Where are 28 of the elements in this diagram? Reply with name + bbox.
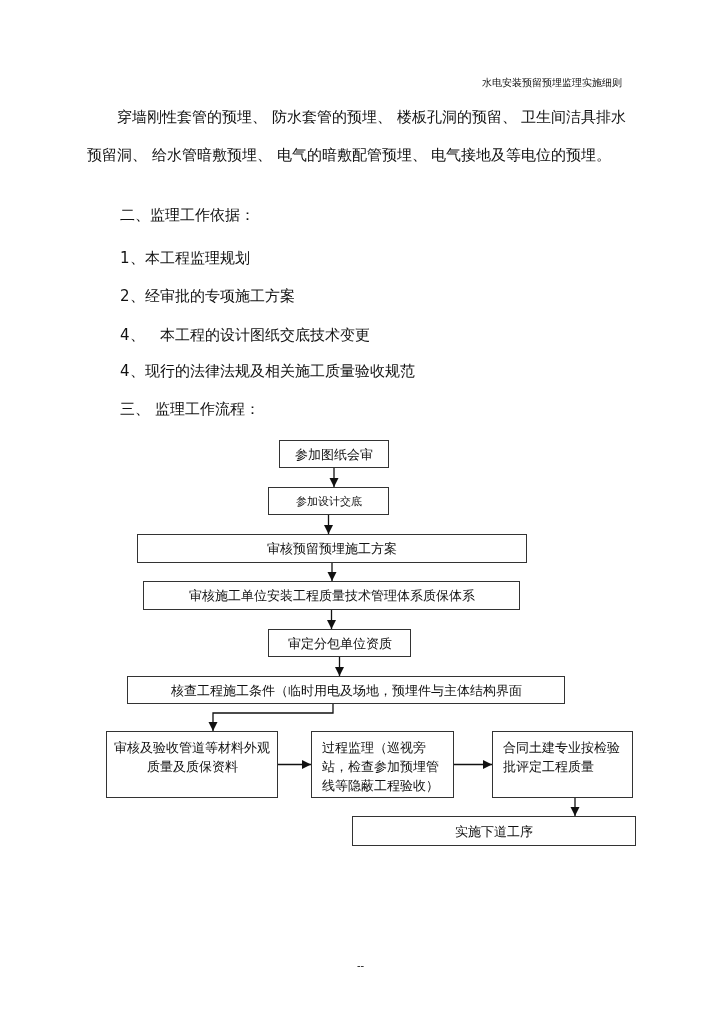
list-item: 2、经审批的专项施工方案: [120, 287, 295, 306]
arrow: [323, 514, 334, 535]
process-box: 审核及验收管道等材料外观质量及质保资料: [106, 731, 278, 798]
section-heading: 三、 监理工作流程：: [120, 400, 260, 419]
page-header: 水电安装预留预埋监理实施细则: [482, 76, 622, 90]
arrow: [570, 797, 580, 817]
list-item: 4、现行的法律法规及相关施工质量验收规范: [120, 362, 415, 381]
arrow: [326, 609, 337, 630]
section-heading: 二、监理工作依据：: [120, 206, 255, 225]
list-item: 4、 本工程的设计图纸交底技术变更: [120, 326, 370, 345]
page-footer: --: [357, 960, 365, 971]
arrow: [327, 562, 337, 582]
arrow: [334, 656, 345, 677]
process-box: 实施下道工序: [352, 816, 636, 846]
arrow: [208, 703, 334, 732]
arrow: [277, 759, 312, 770]
process-box: 参加图纸会审: [279, 440, 389, 468]
process-box: 审定分包单位资质: [268, 629, 411, 657]
process-box: 核查工程施工条件（临时用电及场地，预埋件与主体结构界面: [127, 676, 565, 704]
arrow: [329, 467, 339, 488]
process-box: 过程监理（巡视旁站，检查参加预埋管线等隐蔽工程验收）: [311, 731, 454, 798]
process-box: 合同土建专业按检验批评定工程质量: [492, 731, 633, 798]
list-item: 1、本工程监理规划: [120, 249, 250, 268]
process-box: 审核预留预埋施工方案: [137, 534, 527, 563]
body-paragraph: 穿墙刚性套管的预埋、 防水套管的预埋、 楼板孔洞的预留、 卫生间洁具排水预留洞、 给水管暗敷预埋、 电气的暗敷配管预埋、 电气接地及等电位的预埋。: [87, 107, 628, 166]
process-box: 参加设计交底: [268, 487, 389, 515]
arrow: [453, 759, 493, 770]
process-box: 审核施工单位安装工程质量技术管理体系质保体系: [143, 581, 520, 610]
